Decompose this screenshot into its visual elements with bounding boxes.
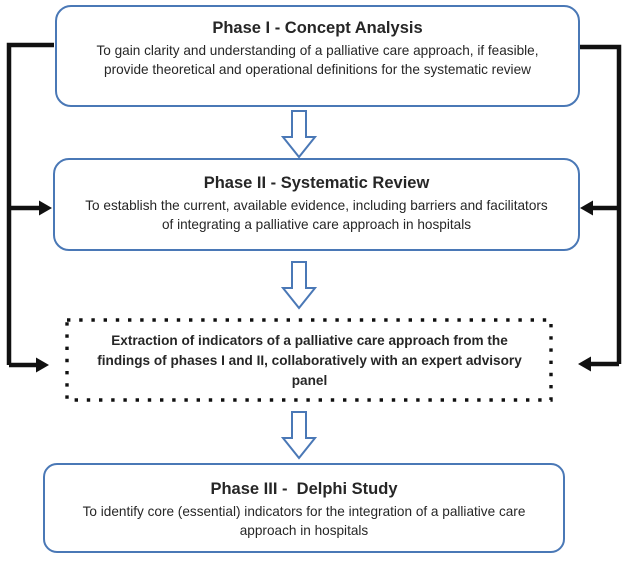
extraction-body: Extraction of indicators of a palliative… bbox=[97, 333, 522, 388]
phase3-body: To identify core (essential) indicators … bbox=[82, 503, 526, 539]
down-arrow-icon bbox=[280, 261, 318, 310]
phase2-body: To establish the current, available evid… bbox=[85, 197, 548, 233]
phase3-box: Phase III - Delphi Study To identify cor… bbox=[43, 463, 565, 553]
right-feedback-connector bbox=[580, 44, 622, 364]
phase2-box: Phase II - Systematic Review To establis… bbox=[53, 158, 580, 251]
dotted-border bbox=[65, 318, 553, 402]
phase2-title: Phase II - Systematic Review bbox=[203, 174, 430, 192]
arrowhead-icon bbox=[580, 200, 593, 216]
phase3-title: Phase III - Delphi Study bbox=[210, 480, 398, 498]
left-feedback-connector bbox=[6, 42, 54, 365]
arrowhead-icon bbox=[39, 200, 52, 216]
down-arrow-icon bbox=[280, 411, 318, 460]
phase1-title: Phase I - Concept Analysis bbox=[212, 19, 423, 37]
arrowhead-icon bbox=[36, 357, 49, 373]
phase1-box: Phase I - Concept Analysis To gain clari… bbox=[55, 5, 580, 107]
phase1-body: To gain clarity and understanding of a p… bbox=[96, 42, 539, 78]
arrowhead-icon bbox=[578, 356, 591, 372]
extraction-box: Extraction of indicators of a palliative… bbox=[66, 318, 553, 401]
down-arrow-icon bbox=[280, 110, 318, 159]
